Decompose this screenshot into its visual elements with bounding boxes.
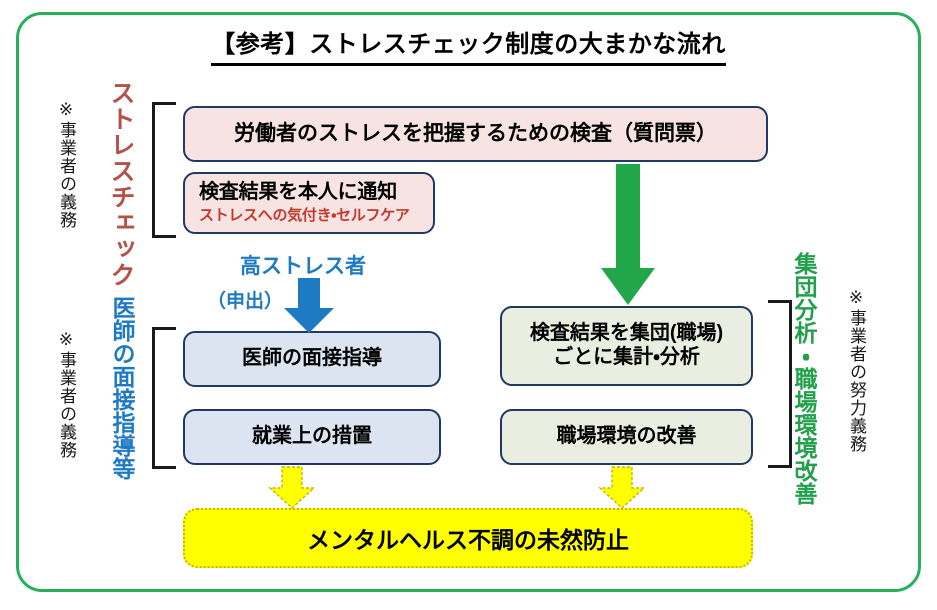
arrow-down-yellow-right-icon — [598, 466, 646, 509]
process-box-workplace[interactable]: 職場環境の改善 — [500, 409, 753, 465]
arrow-down-blue-icon — [284, 278, 334, 333]
process-box-notify-sublabel: ストレスへの気付き・セルフケア — [199, 206, 410, 224]
process-box-notify-label: 検査結果を本人に通知 — [199, 181, 397, 204]
section-label-interview: 医師の面接指導等 — [109, 296, 135, 480]
process-box-survey[interactable]: 労働者のストレスを把握するための検査（質問票） — [183, 106, 768, 162]
label-high-stress-worker: 高ストレス者 — [240, 255, 366, 278]
note-employer-duty-stresscheck: ※事業者の義務 — [57, 100, 76, 229]
bracket-interview — [152, 327, 176, 469]
label-application: （申出） — [207, 291, 284, 312]
process-box-notify[interactable]: 検査結果を本人に通知 ストレスへの気付き・セルフケア — [183, 172, 435, 234]
process-box-aggregate-line2: ごとに集計・分析 — [553, 346, 700, 368]
arrow-down-green-icon — [601, 164, 655, 305]
note-employer-effort-duty: ※事業者の努力義務 — [847, 288, 866, 453]
process-box-interview[interactable]: 医師の面接指導 — [183, 331, 441, 387]
process-box-interview-label: 医師の面接指導 — [242, 347, 382, 370]
process-box-measures-label: 就業上の措置 — [252, 425, 372, 448]
goal-box-label: メンタルヘルス不調の未然防止 — [307, 527, 629, 553]
process-box-measures[interactable]: 就業上の措置 — [183, 409, 441, 465]
arrow-down-yellow-left-icon — [268, 466, 316, 509]
note-employer-duty-interview: ※事業者の義務 — [57, 330, 76, 459]
page-title: 【参考】ストレスチェック制度の大まかな流れ — [0, 24, 937, 66]
goal-box[interactable]: メンタルヘルス不調の未然防止 — [183, 508, 753, 568]
section-label-group-analysis: 集団分析・職場環境改善 — [791, 252, 817, 505]
process-box-survey-label: 労働者のストレスを把握するための検査（質問票） — [234, 121, 717, 145]
outer-frame-border — [16, 12, 921, 592]
process-box-aggregate[interactable]: 検査結果を集団(職場) ごとに集計・分析 — [500, 306, 753, 386]
section-label-stresscheck: ストレスチェック — [107, 80, 135, 288]
bracket-group-analysis — [768, 300, 792, 468]
bracket-stresscheck — [152, 102, 176, 238]
process-box-aggregate-line1: 検査結果を集団(職場) — [529, 322, 724, 345]
process-box-workplace-label: 職場環境の改善 — [556, 425, 697, 448]
page-title-text: 【参考】ストレスチェック制度の大まかな流れ — [211, 24, 726, 66]
